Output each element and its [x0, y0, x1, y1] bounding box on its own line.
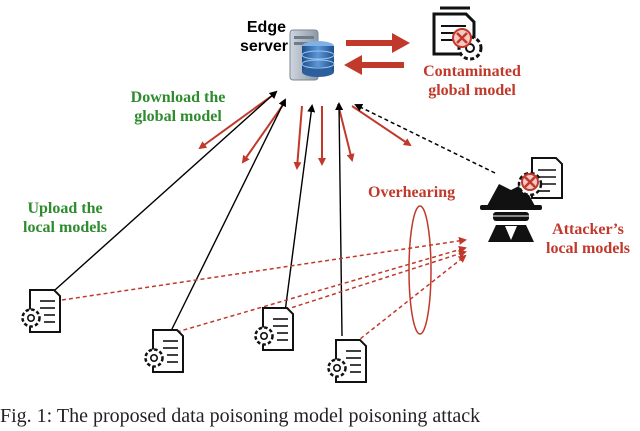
upload-arrows	[45, 90, 344, 337]
local-model-document-icon	[144, 329, 184, 373]
contaminated-label-line2: global model	[428, 82, 516, 99]
figure-caption: Fig. 1: The proposed data poisoning mode…	[0, 405, 481, 427]
local-model-document-icon	[254, 307, 294, 351]
overhearing-label: Overhearing	[368, 184, 456, 201]
edge-server-label-line1: Edge	[246, 19, 286, 36]
attacker-label-line2: local models	[546, 240, 630, 257]
local-model-document-icon	[21, 289, 61, 333]
attacker-upload-arrow	[354, 104, 496, 174]
exchange-arrows-icon	[344, 33, 410, 75]
download-arrows	[198, 94, 412, 170]
edge-server-label: Edge server	[218, 18, 288, 56]
download-label-line2: global model	[134, 108, 222, 125]
download-label-line1: Download the	[130, 89, 226, 106]
upload-label-line2: local models	[23, 219, 107, 236]
contaminated-label-line1: Contaminated	[423, 63, 521, 80]
edge-server-label-line2: server	[239, 38, 288, 55]
upload-label-line1: Upload the	[27, 200, 103, 217]
server-icon	[289, 29, 335, 81]
local-model-document-icon	[327, 339, 367, 383]
overhearing-ellipse	[408, 205, 432, 335]
contaminated-label: Contaminated global model	[406, 62, 538, 100]
upload-label: Upload the local models	[10, 199, 120, 237]
attacker-label: Attacker’s local models	[536, 220, 640, 258]
attacker-label-line1: Attacker’s	[552, 221, 624, 238]
download-label: Download the global model	[108, 88, 248, 126]
document-x-icon	[517, 157, 563, 199]
document-gear-icon	[432, 6, 483, 61]
